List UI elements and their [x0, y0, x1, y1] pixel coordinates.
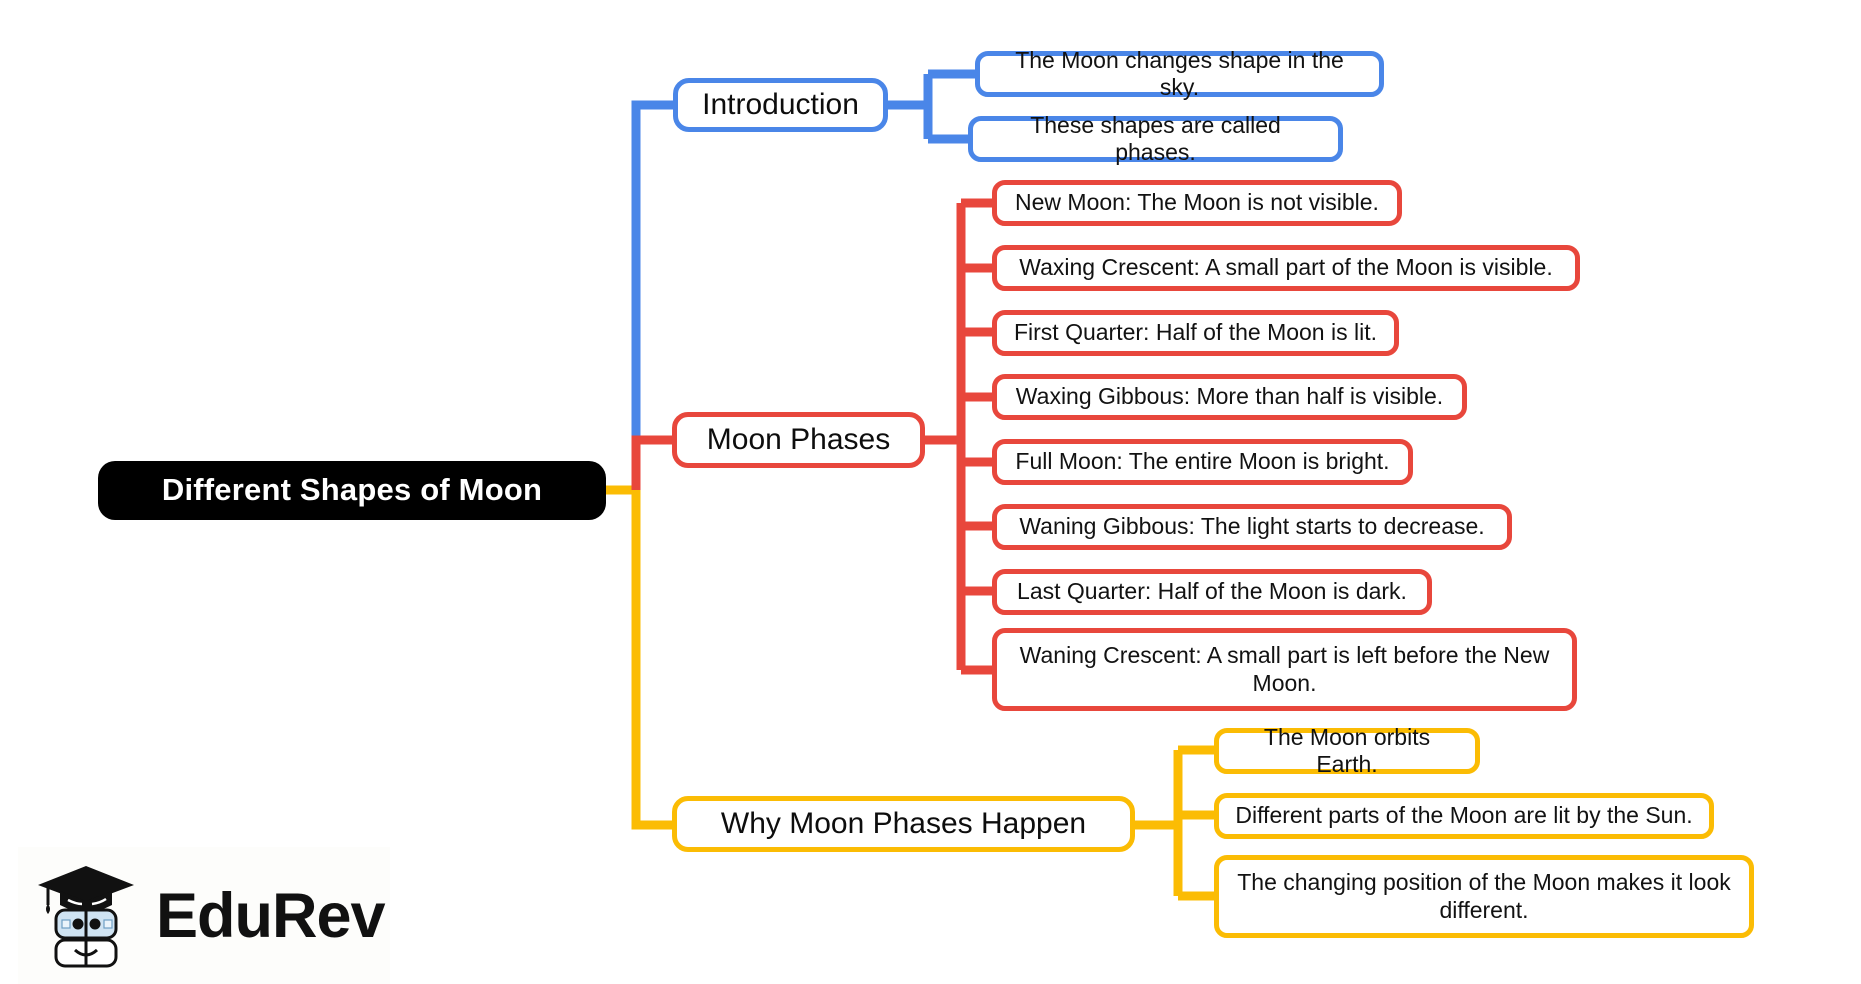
leaf-node-why-2[interactable]: Different parts of the Moon are lit by t… — [1214, 793, 1714, 839]
branch-node-why-moon-phases-happen[interactable]: Why Moon Phases Happen — [672, 796, 1135, 852]
leaf-node-moon-phases-7[interactable]: Last Quarter: Half of the Moon is dark. — [992, 569, 1432, 615]
branch-node-introduction[interactable]: Introduction — [673, 78, 888, 132]
branch-node-moon-phases[interactable]: Moon Phases — [672, 412, 925, 468]
root-node[interactable]: Different Shapes of Moon — [98, 461, 606, 520]
leaf-node-moon-phases-4[interactable]: Waxing Gibbous: More than half is visibl… — [992, 374, 1467, 420]
edurev-wordmark: EduRev — [156, 880, 386, 951]
leaf-node-why-3[interactable]: The changing position of the Moon makes … — [1214, 855, 1754, 938]
edurev-watermark: EduRev — [18, 847, 390, 984]
leaf-node-moon-phases-1[interactable]: New Moon: The Moon is not visible. — [992, 180, 1402, 226]
graduation-cap-book-mascot-icon — [34, 860, 140, 972]
leaf-node-moon-phases-3[interactable]: First Quarter: Half of the Moon is lit. — [992, 310, 1399, 356]
leaf-node-moon-phases-2[interactable]: Waxing Crescent: A small part of the Moo… — [992, 245, 1580, 291]
leaf-node-moon-phases-8[interactable]: Waning Crescent: A small part is left be… — [992, 628, 1577, 711]
leaf-node-moon-phases-6[interactable]: Waning Gibbous: The light starts to decr… — [992, 504, 1512, 550]
leaf-node-introduction-1[interactable]: The Moon changes shape in the sky. — [975, 47, 1384, 100]
leaf-node-why-1[interactable]: The Moon orbits Earth. — [1214, 724, 1480, 777]
leaf-node-moon-phases-5[interactable]: Full Moon: The entire Moon is bright. — [992, 439, 1413, 485]
leaf-node-introduction-2[interactable]: These shapes are called phases. — [968, 112, 1343, 165]
